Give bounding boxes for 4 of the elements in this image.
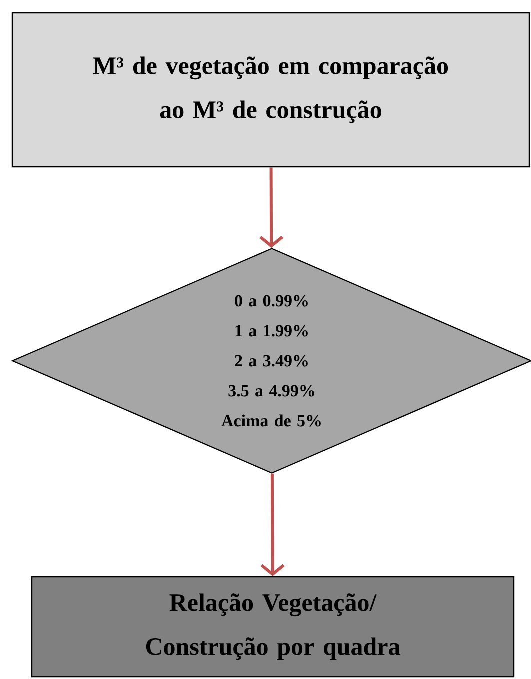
arrow bbox=[260, 168, 284, 248]
arrow bbox=[260, 474, 285, 576]
result-box: Relação Vegetação/ Construção por quadra bbox=[31, 576, 515, 678]
start-box: M³ de vegetação em comparação ao M³ de construção bbox=[12, 12, 530, 168]
